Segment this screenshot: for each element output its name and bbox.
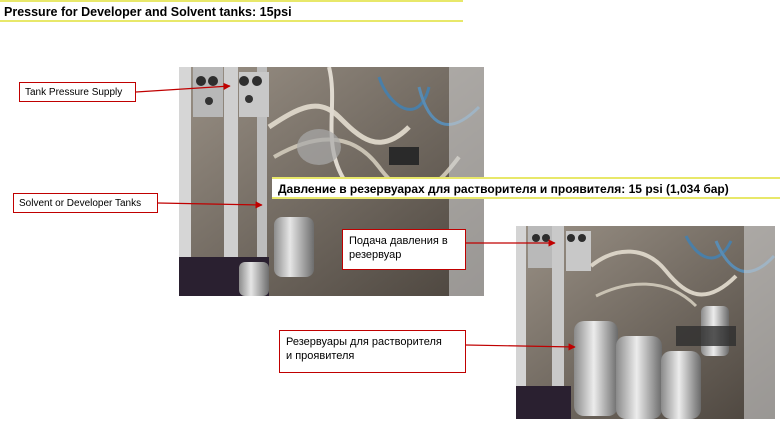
callout-tank-pressure-supply-ru: Подача давления в резервуар: [342, 229, 466, 270]
title-bar-en: Pressure for Developer and Solvent tanks…: [0, 0, 463, 22]
title-en: Pressure for Developer and Solvent tanks…: [4, 5, 292, 19]
title-bar-ru: Давление в резервуарах для растворителя …: [272, 177, 780, 199]
callout-solvent-developer-tanks-en: Solvent or Developer Tanks: [13, 193, 158, 213]
title-ru: Давление в резервуарах для растворителя …: [278, 182, 729, 196]
callout-solvent-developer-tanks-ru: Резервуары для растворителя и проявителя: [279, 330, 466, 373]
callout-tank-pressure-supply-en: Tank Pressure Supply: [19, 82, 136, 102]
equipment-photo-ru: [516, 226, 775, 419]
